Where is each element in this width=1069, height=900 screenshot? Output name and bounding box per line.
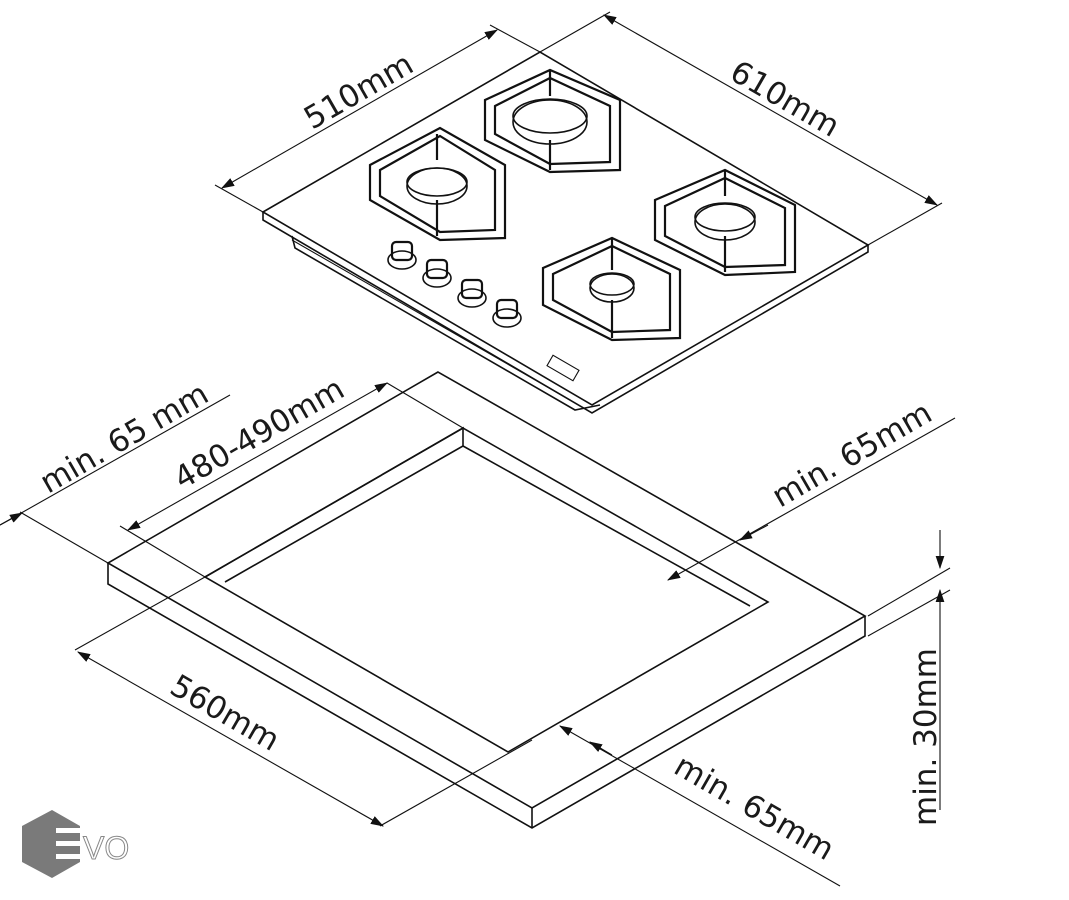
worktop-thickness-label: min. 30mm [908, 648, 944, 826]
cutout-opening [203, 427, 770, 753]
hob-depth-label: 510mm [298, 46, 420, 137]
burner-grate-bottom [541, 236, 682, 342]
logo-text: VO [83, 830, 129, 866]
control-knobs [387, 240, 522, 328]
burner-grate-left [368, 126, 507, 242]
front-clearance-label: min. 65mm [668, 748, 840, 868]
burner-grate-top [483, 68, 622, 174]
evo-logo: VO [22, 810, 130, 878]
cutout-dimension-lines [0, 382, 956, 887]
hob-badge [546, 354, 580, 382]
burner-grate-right [653, 168, 797, 277]
logo-hexagon [22, 810, 80, 878]
side-clearance-label: min. 65mm [766, 395, 938, 515]
hob-dimension-lines [214, 11, 943, 246]
cutout-width-label: 560mm [164, 668, 286, 759]
hob-width-label: 610mm [724, 54, 846, 145]
